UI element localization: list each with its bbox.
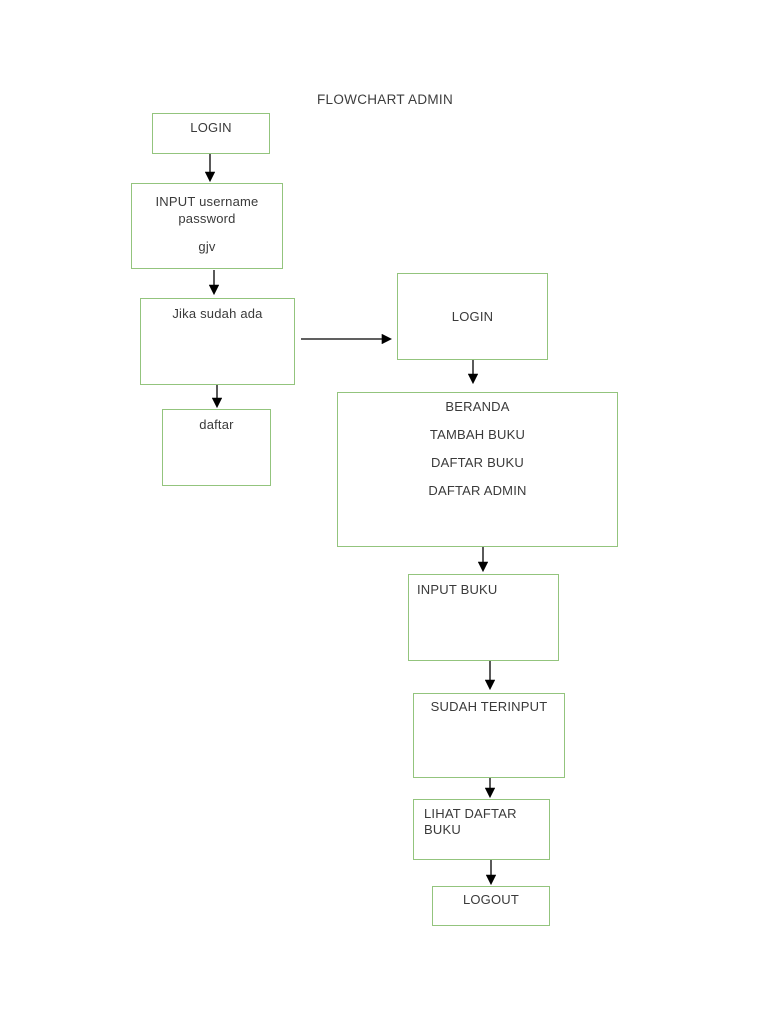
node-label: Jika sudah ada [172,306,263,321]
node-jika-sudah-ada: Jika sudah ada [140,298,295,385]
node-label-line: INPUT username [155,194,259,209]
node-input-credentials: INPUT username password gjv [131,183,283,269]
node-label-line: DAFTAR ADMIN [428,483,527,498]
node-label: daftar [199,417,234,432]
node-label: LOGOUT [462,892,520,907]
node-lihat-daftar-buku: LIHAT DAFTAR BUKU [413,799,550,860]
node-label-line: gjv [198,239,216,254]
node-input-buku: INPUT BUKU [408,574,559,661]
node-label-line: DAFTAR BUKU [431,455,524,470]
node-label: INPUT BUKU [417,582,498,597]
node-label: LOGIN [190,120,232,135]
node-label: LIHAT DAFTAR BUKU [424,806,517,837]
node-label-line: password [178,211,236,226]
node-label: SUDAH TERINPUT [430,699,548,714]
node-logout: LOGOUT [432,886,550,926]
node-label-line: TAMBAH BUKU [429,427,526,442]
node-daftar: daftar [162,409,271,486]
page-title: FLOWCHART ADMIN [317,92,454,107]
node-beranda-menu: BERANDA TAMBAH BUKU DAFTAR BUKU DAFTAR A… [337,392,618,547]
node-login-top: LOGIN [152,113,270,154]
node-sudah-terinput: SUDAH TERINPUT [413,693,565,778]
node-label-line: BERANDA [445,399,510,414]
node-label: LOGIN [451,309,494,324]
node-login-right: LOGIN [397,273,548,360]
